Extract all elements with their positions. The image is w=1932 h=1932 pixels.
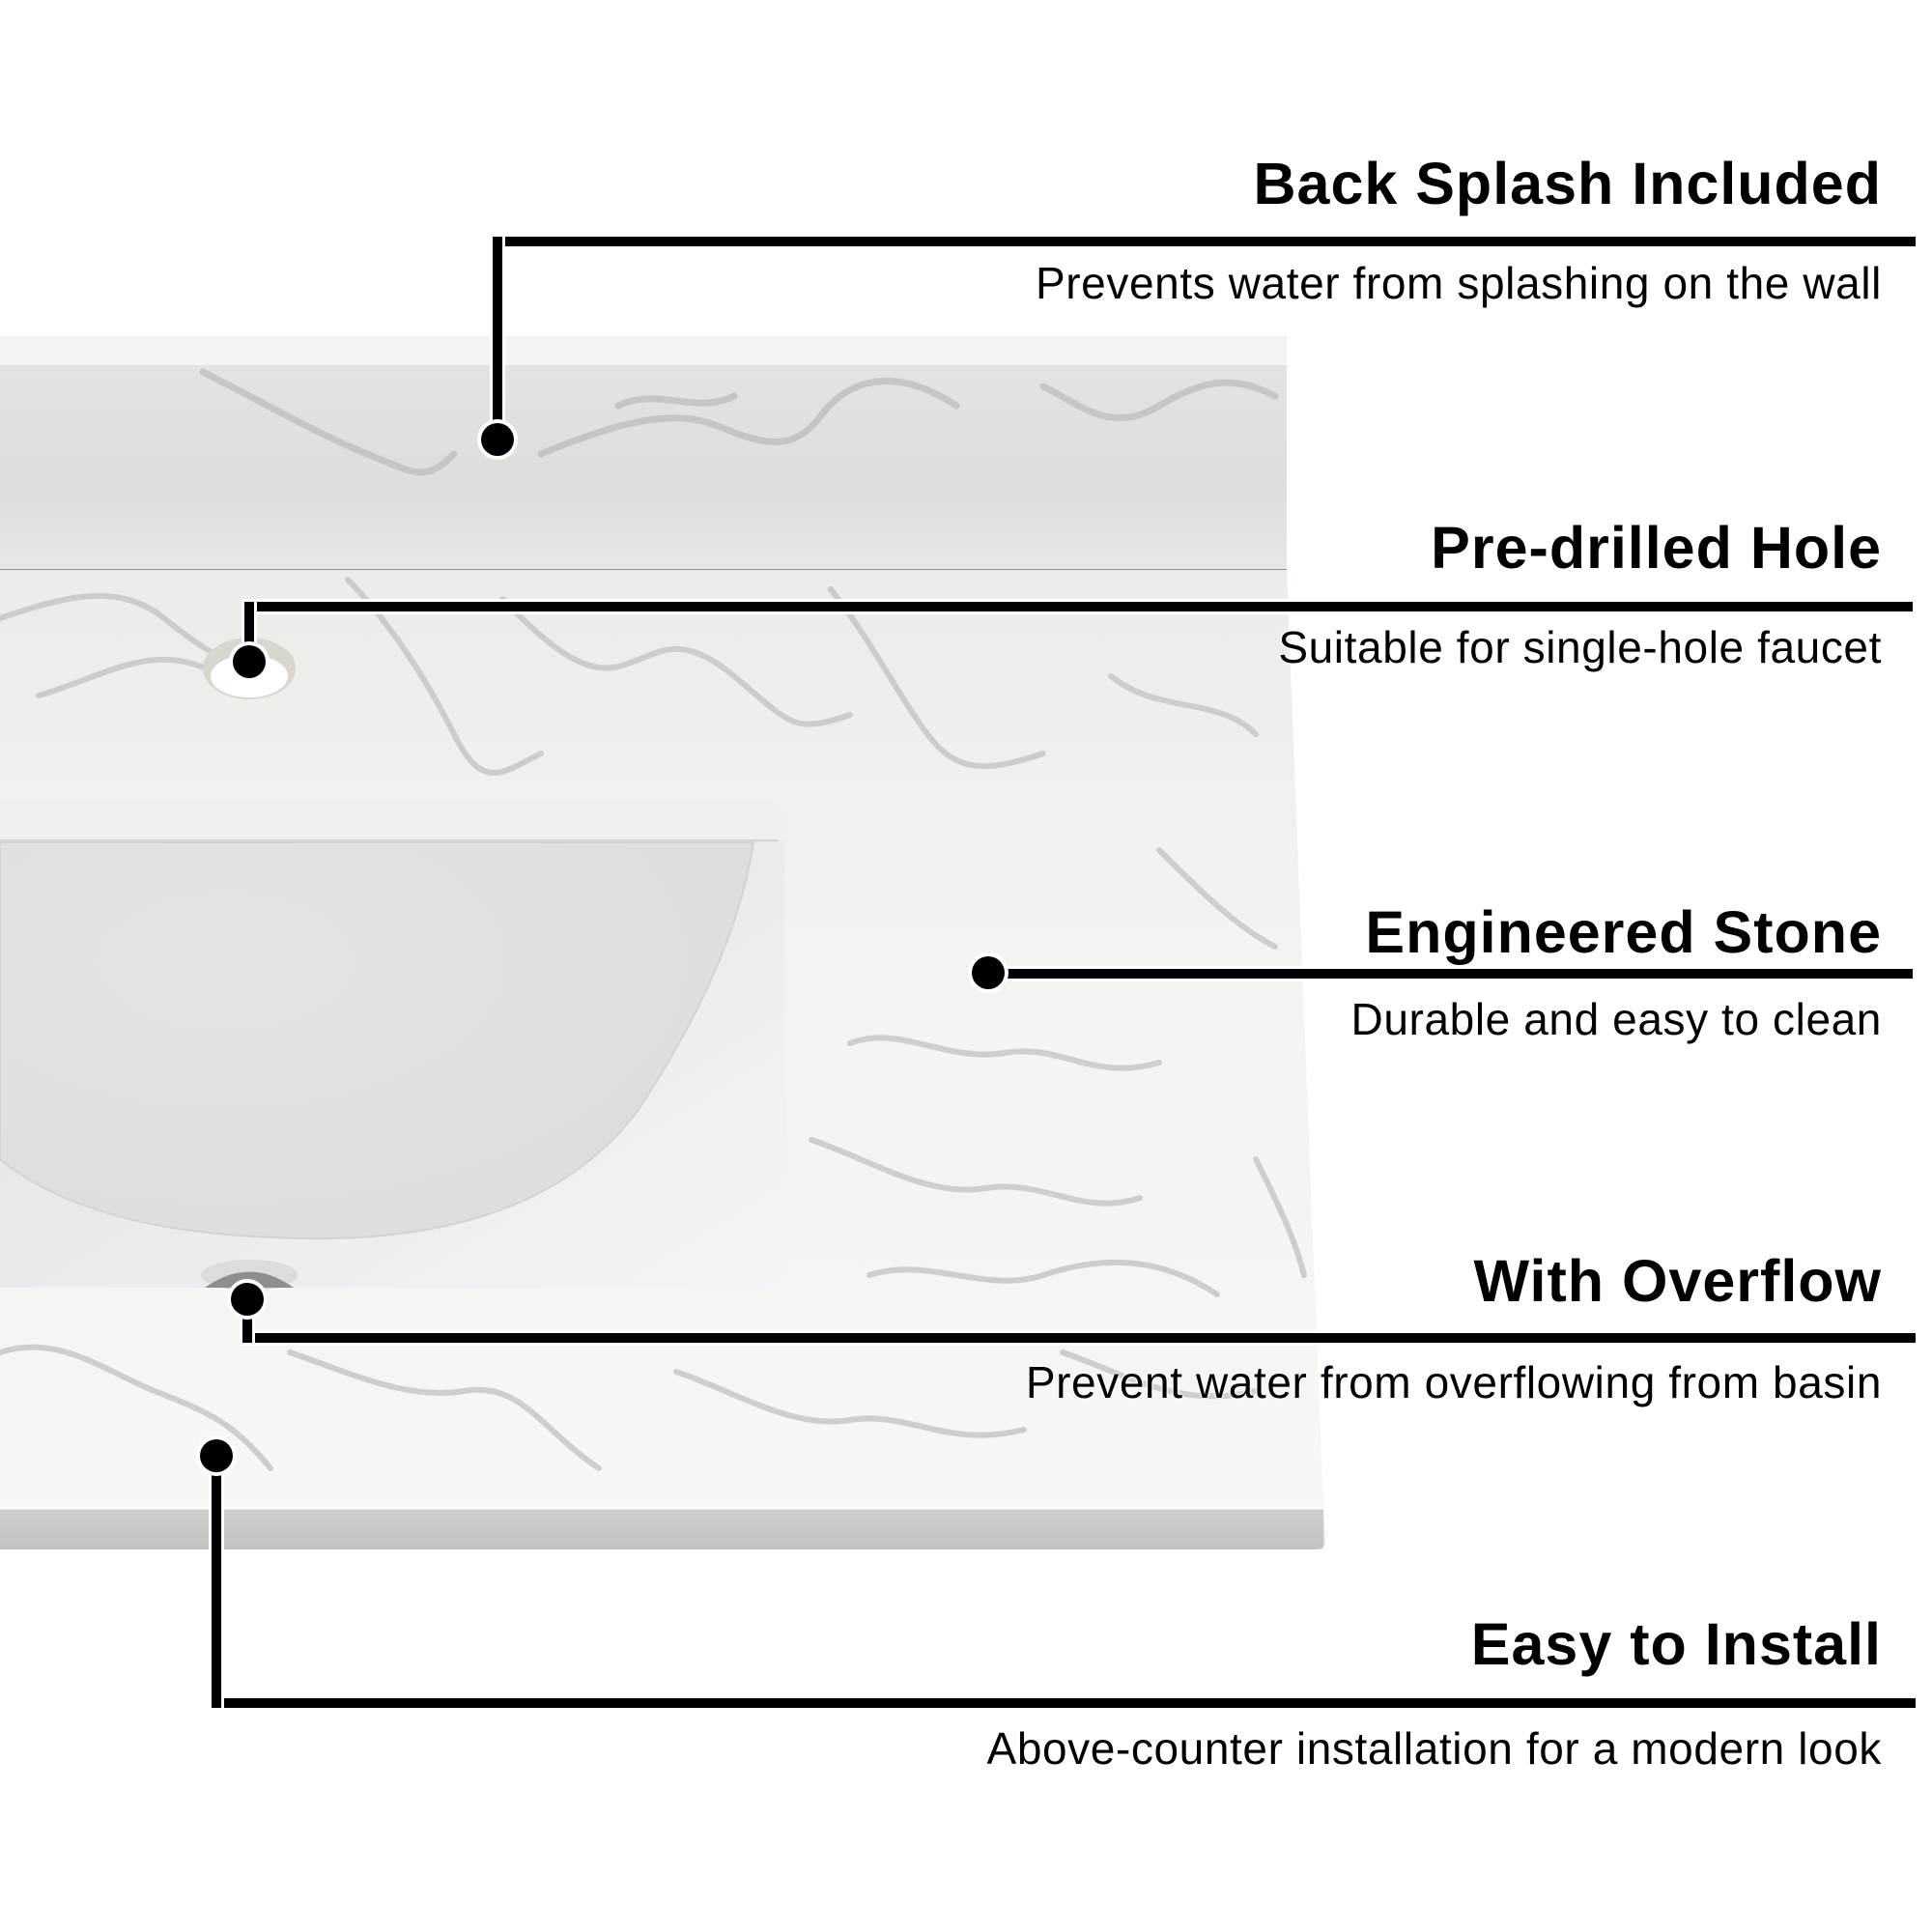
callout-description: Prevents water from splashing on the wal… bbox=[1035, 258, 1882, 308]
leader-line-horizontal bbox=[242, 1333, 1916, 1343]
undermount-sink bbox=[0, 800, 788, 1291]
overflow-drain bbox=[201, 1260, 298, 1291]
callout-title: Engineered Stone bbox=[1365, 899, 1882, 965]
callout-title: Pre-drilled Hole bbox=[1431, 515, 1882, 581]
callout-dot-icon bbox=[231, 1283, 264, 1316]
callout-description: Durable and easy to clean bbox=[1350, 994, 1882, 1044]
callout-dot-icon bbox=[481, 423, 514, 456]
leader-line-horizontal bbox=[493, 237, 1916, 246]
callout-description: Prevent water from overflowing from basi… bbox=[1025, 1357, 1882, 1407]
leader-line-vertical bbox=[242, 1299, 252, 1343]
callout-title: Easy to Install bbox=[1470, 1611, 1882, 1677]
callout-dot-icon bbox=[200, 1439, 233, 1472]
leader-line-vertical bbox=[244, 602, 254, 662]
leader-line-horizontal bbox=[244, 602, 1913, 611]
callout-dot-icon bbox=[233, 645, 266, 678]
callout-title: Back Splash Included bbox=[1253, 151, 1882, 216]
leader-line-horizontal bbox=[988, 969, 1913, 979]
backsplash bbox=[0, 336, 1287, 571]
leader-line-horizontal bbox=[212, 1698, 1916, 1708]
leader-line-vertical bbox=[212, 1456, 221, 1708]
leader-line-vertical bbox=[493, 237, 502, 440]
callout-description: Above-counter installation for a modern … bbox=[986, 1723, 1882, 1774]
callout-description: Suitable for single-hole faucet bbox=[1278, 622, 1882, 672]
callout-title: With Overflow bbox=[1473, 1248, 1882, 1314]
callout-dot-icon bbox=[972, 956, 1005, 989]
countertop-front-edge bbox=[0, 1506, 1325, 1549]
